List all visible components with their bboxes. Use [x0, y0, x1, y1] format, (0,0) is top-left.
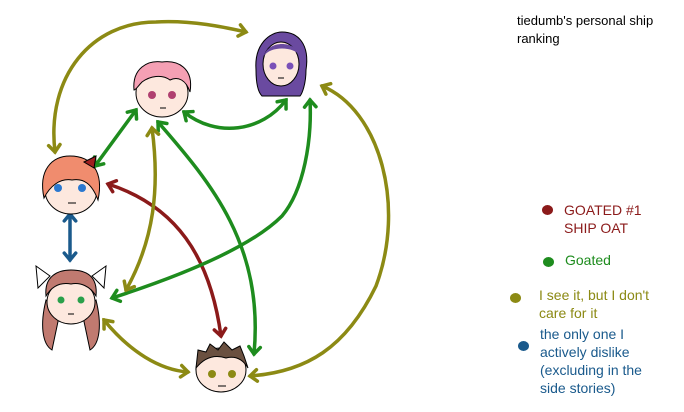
- arrowhead-natsuki-monika-0: [145, 125, 161, 138]
- edge-natsuki-mc: [156, 120, 257, 356]
- arrowhead-sayori-yuri-0: [46, 142, 62, 155]
- arrowhead-yuri-mc-0: [319, 81, 333, 96]
- edges-layer: [46, 19, 391, 383]
- legend-dot-see-it: [510, 293, 521, 303]
- yuri-head-icon: [255, 31, 308, 97]
- arrowhead-sayori-mc-0: [105, 179, 119, 194]
- edge-natsuki-monika: [124, 126, 157, 292]
- edge-sayori-yuri: [52, 19, 248, 154]
- edge-natsuki-yuri: [182, 98, 288, 131]
- edge-monika-mc: [102, 318, 190, 374]
- arrowhead-monika-yuri-0: [109, 288, 123, 304]
- mc-head-icon: [195, 341, 249, 393]
- arrowhead-sayori-yuri-1: [236, 23, 249, 38]
- arrowhead-natsuki-mc-1: [247, 344, 263, 357]
- arrowhead-natsuki-yuri-1: [275, 97, 288, 111]
- edge-sayori-natsuki: [93, 108, 138, 168]
- legend-label-dislike: the only one I actively dislike (excludi…: [540, 326, 642, 396]
- legend-label-goated: Goated: [565, 252, 611, 268]
- legend-dot-goated: [543, 257, 554, 267]
- edge-yuri-mc: [248, 84, 391, 378]
- arrowhead-sayori-monika-1: [62, 251, 78, 263]
- legend-dot-dislike: [518, 341, 529, 351]
- arrowhead-natsuki-mc-0: [156, 119, 169, 133]
- sayori-head-icon: [42, 155, 100, 215]
- arrowhead-natsuki-monika-1: [122, 279, 137, 293]
- legend-label-see-it: I see it, but I don't care for it: [539, 287, 650, 321]
- legend-label-goated-1: GOATED #1 SHIP OAT: [564, 202, 642, 236]
- edge-sayori-mc: [106, 182, 223, 338]
- arrowhead-natsuki-yuri-0: [181, 109, 195, 123]
- arrowhead-sayori-natsuki-1: [125, 107, 139, 121]
- arrowhead-monika-yuri-1: [302, 97, 318, 109]
- page-title: tiedumb's personal ship ranking: [517, 13, 654, 46]
- arrowhead-yuri-mc-1: [247, 367, 260, 383]
- arrowhead-sayori-mc-1: [212, 326, 228, 339]
- edge-monika-yuri: [110, 98, 313, 300]
- arrowhead-monika-mc-0: [102, 317, 115, 331]
- legend-dot-goated-1: [542, 205, 553, 215]
- monika-head-icon: [35, 264, 107, 351]
- natsuki-head-icon: [133, 61, 192, 118]
- arrowhead-monika-mc-1: [178, 363, 191, 379]
